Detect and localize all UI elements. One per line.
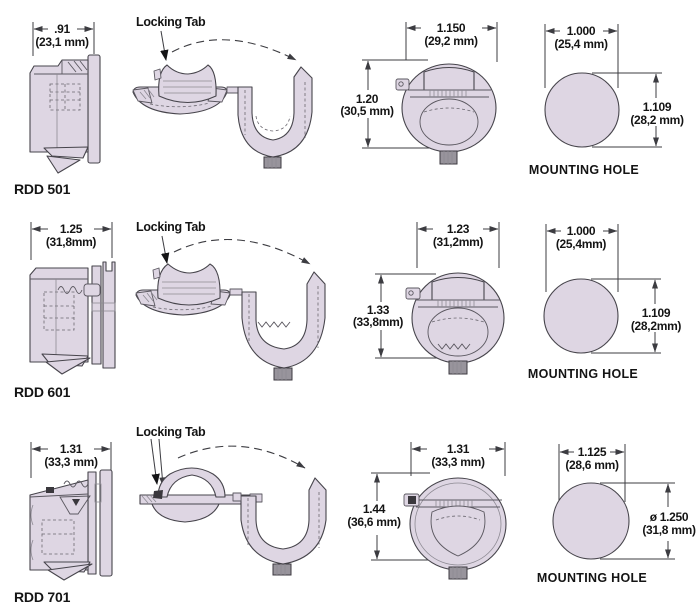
rdd701-locking-tab-view: Locking Tab [136,425,327,576]
dim-height-mm: (33,8mm) [353,315,404,329]
locking-tab-label: Locking Tab [136,425,206,439]
dim-height-mm: (36,6 mm) [347,515,401,529]
dim-width-in: .91 [54,22,70,36]
dim-width-in: 1.25 [60,222,83,236]
rdd501-mounting-hole: 1.000 (25,4 mm) 1.109 (28,2 mm) MOUNTING… [529,24,684,177]
model-label: RDD 601 [14,384,71,400]
rdd701-side-view: 1.31 (33,3 mm) [29,442,113,581]
dim-width-in: 1.23 [447,222,470,236]
rdd601-mounting-hole: 1.000 (25,4mm) 1.109 (28,2mm) MOUNTING H… [528,224,682,381]
dim-width-mm: (25,4mm) [556,237,607,251]
dim-height-in: 1.109 [643,100,672,114]
rdd701-front-view: 1.31 (33,3 mm) 1.44 (36,6 mm) [347,442,507,580]
dim-width-in: 1.125 [578,445,607,459]
rdd601-side-view: 1.25 (31,8mm) [29,222,116,375]
row-rdd-501: .91 (23,1 mm) Locking Tab [14,15,684,197]
dim-width-mm: (25,4 mm) [554,37,608,51]
dim-width-mm: (31,8mm) [46,235,97,249]
rdd701-mounting-hole: 1.125 (28,6 mm) ø 1.250 (31,8 mm) MOUNTI… [537,444,696,585]
dim-height-mm: (28,2 mm) [630,113,684,127]
dim-width-mm: (33,3 mm) [44,455,98,469]
mounting-hole-label: MOUNTING HOLE [529,163,639,177]
dim-width-in: 1.31 [447,442,470,456]
dim-width-mm: (31,2mm) [433,235,484,249]
dim-height-in: 1.33 [367,303,390,317]
locking-tab-label: Locking Tab [136,220,206,234]
mounting-hole-label: MOUNTING HOLE [528,367,638,381]
rdd601-front-view: 1.23 (31,2mm) 1.33 (33,8mm) [353,222,505,375]
dim-width-in: 1.31 [60,442,83,456]
dim-width-mm: (23,1 mm) [35,35,89,49]
locking-tab-label: Locking Tab [136,15,206,29]
dim-height-in: 1.20 [356,92,379,106]
dim-width-mm: (28,6 mm) [565,458,619,472]
dim-height-mm: (28,2mm) [631,319,682,333]
dim-height-in: 1.44 [363,502,386,516]
row-rdd-701: 1.31 (33,3 mm) Locking Tab [14,425,696,605]
rdd601-locking-tab-view: Locking Tab [135,220,326,381]
dim-height-in: ø 1.250 [650,510,689,524]
dim-height-in: 1.109 [642,306,671,320]
mounting-hole-circle [544,72,620,148]
dim-width-mm: (29,2 mm) [424,34,478,48]
dim-width-mm: (33,3 mm) [431,455,485,469]
rdd501-front-view: 1.150 (29,2 mm) 1.20 (30,5 mm) [340,21,498,165]
row-rdd-601: 1.25 (31,8mm) Locking Tab [14,220,682,400]
dim-height-mm: (31,8 mm) [642,523,696,537]
mounting-hole-label: MOUNTING HOLE [537,571,647,585]
dim-width-in: 1.000 [567,224,596,238]
model-label: RDD 501 [14,181,71,197]
mounting-hole-circle [543,278,619,354]
mounting-hole-circle [552,482,630,560]
dim-width-in: 1.000 [567,24,596,38]
rdd501-side-view: .91 (23,1 mm) [29,22,101,174]
rdd501-locking-tab-view: Locking Tab [132,15,313,169]
dim-width-in: 1.150 [437,21,466,35]
model-label: RDD 701 [14,589,71,605]
dim-height-mm: (30,5 mm) [340,104,394,118]
